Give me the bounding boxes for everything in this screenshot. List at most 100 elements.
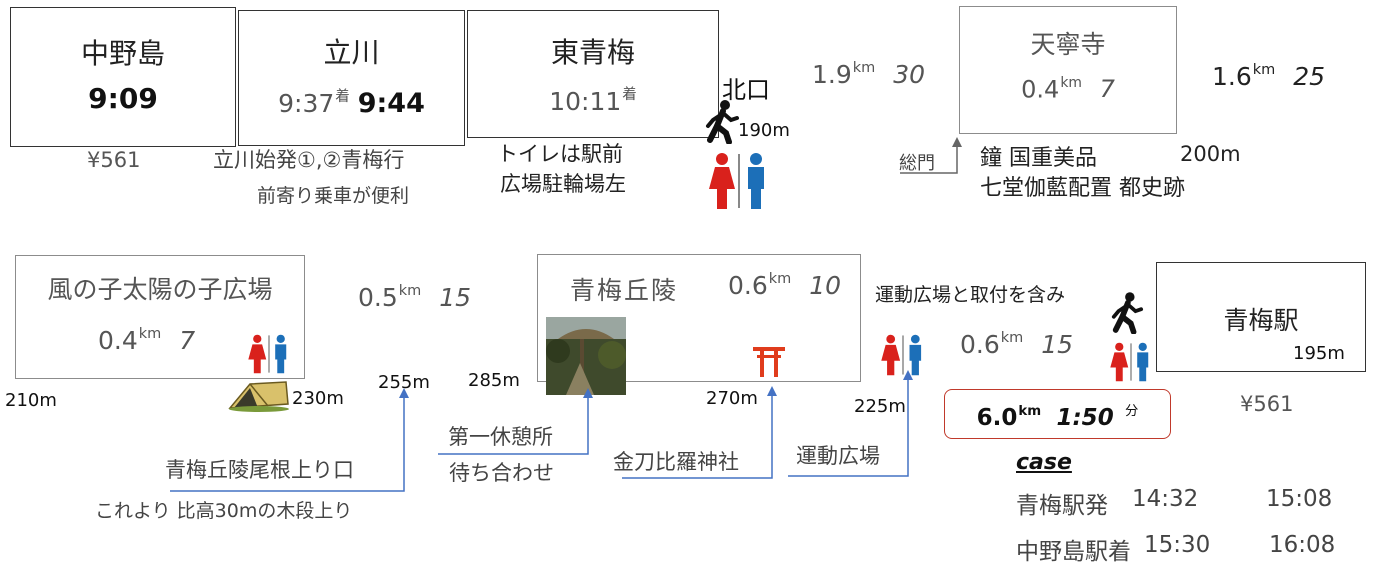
exit-label: 北口 [722, 76, 770, 104]
case-row-time-2: 16:08 [1269, 532, 1336, 558]
walker-icon [1111, 292, 1144, 334]
ridge-note: これより 比高30mの木段上り [95, 500, 353, 522]
departure-time: 9:44 [357, 87, 425, 119]
elevation-230: 230m [292, 388, 344, 409]
departure-time: 9:09 [88, 82, 158, 115]
station-name: 中野島 [80, 37, 165, 70]
case-row-label: 青梅駅発 [1016, 493, 1108, 519]
sports-field-label: 運動広場 [796, 444, 880, 468]
segment-distance: 0.6km 10 [728, 271, 841, 300]
total-distance-unit: km [1018, 404, 1042, 419]
station-name: 青梅丘陵 [570, 276, 679, 305]
walker-icon [706, 100, 739, 144]
total-distance: 6.0 [976, 405, 1018, 431]
minutes-value: 25 [1293, 62, 1326, 91]
distance-unit: km [1060, 75, 1082, 91]
station-name: 青梅駅 [1223, 306, 1299, 335]
arrival-value: 10:11 [549, 86, 622, 116]
station-name: 天寧寺 [1030, 30, 1106, 59]
station-elevation: 195m [1293, 343, 1345, 364]
tent-icon [228, 381, 289, 412]
distance-value: 0.6 [960, 330, 1000, 359]
station-box-omeeki: 青梅駅 195m [1156, 262, 1366, 372]
distance-unit: km [398, 283, 422, 300]
station-name: 立川 [323, 36, 380, 69]
toilet-note-1: トイレは駅前 [497, 142, 623, 166]
elevation-255: 255m [378, 372, 430, 393]
station-name: 風の子太陽の子広場 [47, 275, 273, 304]
gate-connector [900, 137, 962, 174]
total-summary: 6.0km 1:50 分 [945, 400, 1170, 431]
elevation-270: 270m [706, 388, 758, 409]
station-box-higashiome: 東青梅 10:11着 [467, 10, 719, 138]
rest-area-label: 第一休憩所 [448, 425, 553, 449]
case-row-2: 中野島駅着 15:30 16:08 [1016, 532, 1335, 566]
leg-d: 0.6km 15 [960, 330, 1073, 359]
case-title: case [1016, 450, 1072, 475]
minutes-value: 15 [1041, 330, 1074, 359]
shrine-icon [753, 347, 785, 377]
meeting-label: 待ち合わせ [449, 461, 554, 485]
sports-note: 運動広場と取付を含み [875, 284, 1066, 306]
elevation-label: 190m [738, 120, 790, 141]
arrival-time: 9:37 [278, 88, 335, 118]
distance-value: 1.9 [812, 60, 852, 89]
minutes-value: 10 [809, 271, 842, 300]
temple-note-2: 七堂伽藍配置 都史跡 [980, 176, 1185, 201]
station-box-tachikawa: 立川 9:37着 9:44 [238, 10, 465, 146]
gate-label: 総門 [899, 153, 935, 174]
segment-distance: 0.4km 7 [960, 75, 1176, 103]
distance-value: 0.6 [728, 271, 768, 300]
leg-a: 1.9km 30 [812, 60, 925, 89]
total-time: 1:50 [1056, 405, 1114, 431]
distance-unit: km [1252, 62, 1276, 79]
distance-value: 0.4 [98, 326, 138, 355]
station-box-omekyuryo: 青梅丘陵 0.6km 10 [537, 254, 861, 395]
arrival-mark: 着 [622, 87, 637, 103]
elevation-285: 285m [468, 370, 520, 391]
minutes-value: 7 [179, 326, 196, 355]
transfer-times: 9:37着 9:44 [239, 85, 464, 119]
minutes-value: 30 [893, 60, 926, 89]
case-row-label: 中野島駅着 [1016, 539, 1131, 565]
total-time-unit: 分 [1125, 404, 1139, 419]
case-row-1: 青梅駅発 14:32 15:08 [1016, 486, 1332, 520]
minutes-value: 7 [1099, 75, 1115, 104]
toilet-note-2: 広場駐輪場左 [500, 172, 626, 196]
restroom-icon [1110, 342, 1149, 382]
temple-elevation: 200m [1180, 142, 1241, 166]
fare-label: ¥561 [87, 148, 141, 172]
rest-area-photo [546, 317, 626, 395]
distance-unit: km [852, 60, 876, 77]
case-row-time-1: 15:30 [1144, 532, 1211, 558]
arrival-time: 10:11着 [468, 83, 718, 116]
distance-value: 0.4 [1021, 75, 1060, 104]
station-box-kaze: 風の子太陽の子広場 0.4km 7 [15, 255, 305, 379]
case-row-time-2: 15:08 [1266, 486, 1333, 512]
minutes-value: 15 [439, 283, 472, 312]
restroom-icon [709, 153, 764, 209]
arrival-mark: 着 [335, 89, 350, 105]
segment-distance: 0.4km 7 [98, 326, 195, 355]
station-name: 東青梅 [550, 36, 635, 69]
elevation-210: 210m [5, 390, 57, 411]
elevation-225: 225m [854, 396, 906, 417]
restroom-icon [881, 334, 922, 376]
distance-value: 0.5 [358, 283, 398, 312]
distance-value: 1.6 [1212, 62, 1252, 91]
distance-unit: km [138, 326, 162, 343]
distance-unit: km [1000, 330, 1024, 347]
leg-b: 1.6km 25 [1212, 62, 1325, 91]
distance-unit: km [768, 271, 792, 288]
temple-note-1: 鐘 国重美品 [980, 146, 1097, 171]
station-box-nakanoshima: 中野島 9:09 [10, 7, 236, 147]
tachikawa-note-1: 立川始発①,②青梅行 [213, 148, 405, 172]
case-row-time-1: 14:32 [1132, 486, 1199, 512]
leg-c: 0.5km 15 [358, 283, 471, 312]
station-box-tenneiji: 天寧寺 0.4km 7 [959, 6, 1177, 134]
shrine-label: 金刀比羅神社 [613, 450, 739, 474]
restroom-icon [248, 334, 287, 374]
tachikawa-note-2: 前寄り乗車が便利 [257, 185, 410, 207]
fare-label: ¥561 [1240, 392, 1294, 416]
